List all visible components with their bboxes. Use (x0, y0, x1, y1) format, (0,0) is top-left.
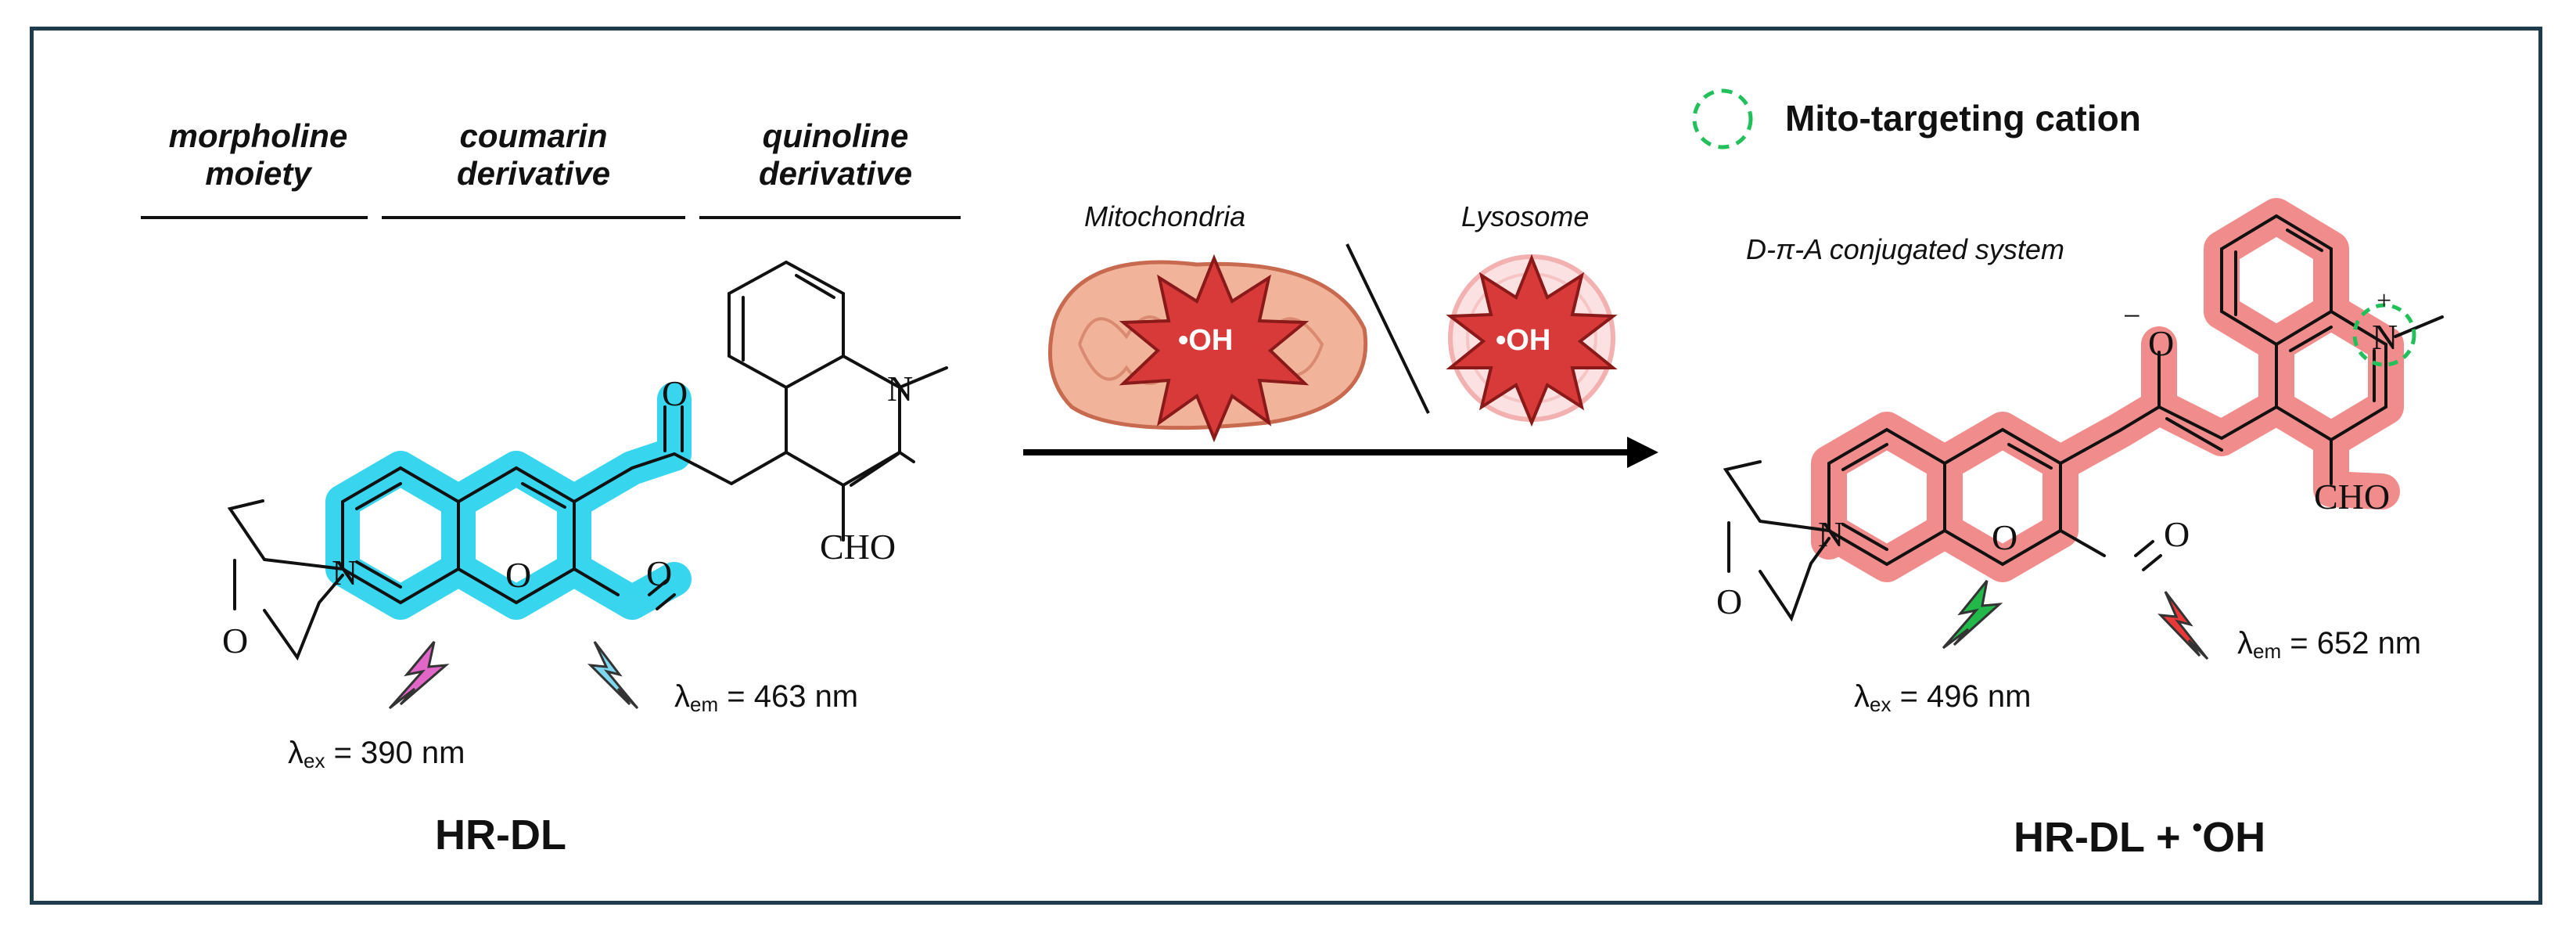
reactant-ex-symbol: λ (288, 736, 304, 770)
mitochondria-label: Mitochondria (1084, 200, 1246, 232)
product-emission-wavelength: λem = 652 nm (2237, 626, 2421, 664)
quinoline-segment-label: quinoline derivative (710, 117, 961, 193)
lysosome-illustration (1446, 254, 1618, 427)
reactant-atom-n-quinoline: N (887, 369, 914, 409)
product-ex-symbol: λ (1854, 679, 1870, 714)
product-atom-o-morpholine: O (1716, 581, 1743, 621)
reactant-excitation-wavelength: λex = 390 nm (288, 736, 465, 773)
quinoline-line-1: quinoline (762, 117, 909, 154)
mito-hydroxyl-radical: •OH (1178, 324, 1234, 357)
morpholine-line-1: morpholine (168, 117, 348, 154)
lysosome-label: Lysosome (1461, 200, 1590, 232)
product-cation-target-circle (2352, 303, 2416, 367)
coumarin-line-1: coumarin (459, 117, 608, 154)
product-ex-value: = 496 nm (1891, 679, 2032, 714)
product-ex-sub: ex (1870, 693, 1892, 716)
dpa-system-label: D-π-A conjugated system (1746, 233, 2064, 265)
product-atom-o-ring: O (1992, 517, 2018, 557)
product-emission-bolt (2157, 591, 2209, 661)
reactant-excitation-bolt (388, 641, 450, 710)
reactant-atom-o-lactone: O (646, 553, 673, 593)
product-name-prefix: HR-DL + (2014, 814, 2193, 861)
product-atom-n-quinolinium: N (2372, 317, 2398, 357)
product-positive-charge: + (2377, 286, 2392, 315)
product-excitation-bolt (1942, 580, 2003, 650)
product-atom-o-enolate: O (2148, 323, 2175, 363)
morpholine-line-2: moiety (205, 155, 311, 192)
separator-slash (1345, 243, 1430, 414)
product-conjugation-highlight (1811, 198, 2404, 582)
coumarin-segment-label: coumarin derivative (408, 117, 659, 193)
product-em-symbol: λ (2237, 626, 2253, 661)
reactant-emission-bolt (587, 641, 639, 710)
reactant-atom-n-morpholine: N (332, 553, 358, 592)
quinoline-line-2: derivative (758, 155, 913, 192)
product-name-suffix: OH (2202, 814, 2266, 861)
product-name: HR-DL + •OH (2014, 811, 2265, 862)
lyso-hydroxyl-radical: •OH (1496, 324, 1551, 357)
reactant-atom-o-ring: O (505, 555, 532, 595)
mito-target-legend-circle (1692, 88, 1753, 149)
reactant-ex-value: = 390 nm (325, 736, 465, 770)
product-cho-group: CHO (2314, 477, 2391, 517)
coumarin-line-2: derivative (456, 155, 611, 192)
reactant-emission-wavelength: λem = 463 nm (674, 679, 858, 717)
product-em-value: = 652 nm (2281, 626, 2422, 661)
reactant-em-sub: em (690, 693, 719, 716)
morpholine-segment-label: morpholine moiety (133, 117, 383, 193)
product-negative-charge: − (2123, 298, 2141, 333)
reactant-name: HR-DL (435, 812, 566, 859)
product-bonds (1723, 214, 2444, 622)
reactant-em-value: = 463 nm (718, 679, 859, 714)
product-excitation-wavelength: λex = 496 nm (1854, 679, 2031, 717)
product-name-radical: • (2192, 811, 2203, 843)
product-em-sub: em (2253, 639, 2282, 663)
reactant-atom-o-ketone: O (662, 373, 688, 413)
figure-frame (30, 27, 2542, 905)
mito-target-legend-label: Mito-targeting cation (1785, 98, 2141, 139)
reactant-bonds (227, 260, 948, 661)
reactant-ex-sub: ex (304, 749, 325, 772)
reactant-atom-o-morpholine: O (222, 621, 249, 661)
product-atom-n-morpholine: N (1818, 514, 1845, 554)
product-atom-o-lactone: O (2164, 514, 2190, 554)
reactant-cho-group: CHO (820, 527, 896, 567)
mitochondria-illustration (1047, 254, 1367, 443)
reactant-em-symbol: λ (674, 679, 690, 714)
